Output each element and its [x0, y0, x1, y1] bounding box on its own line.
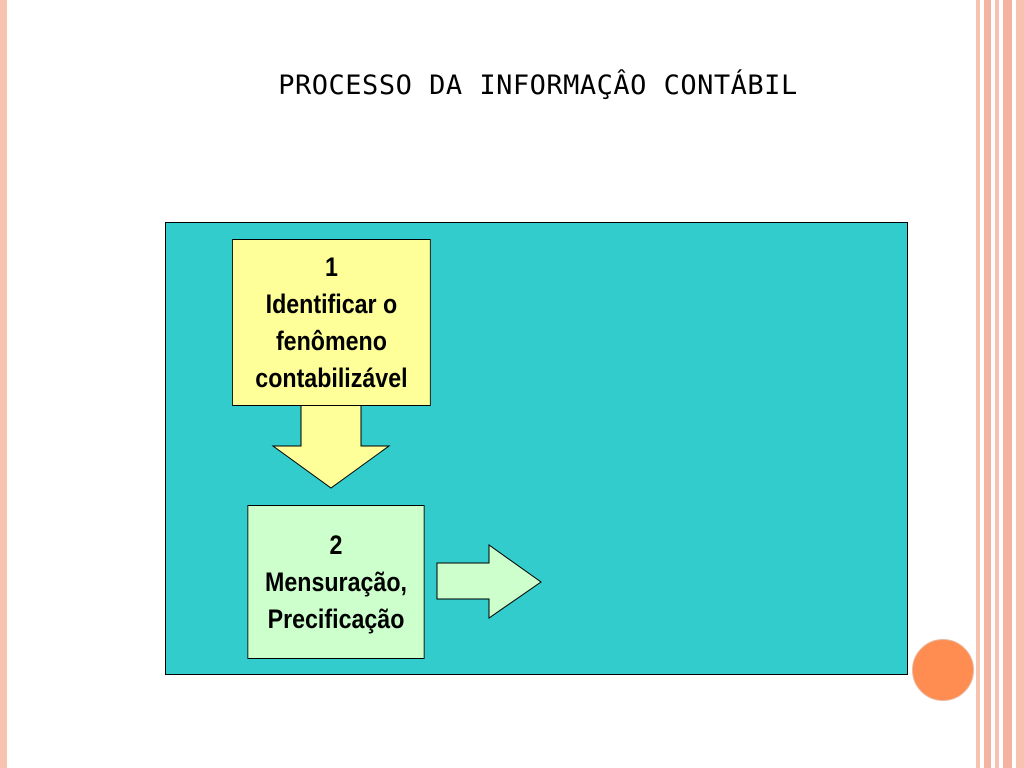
step-1-line-2: fenômeno: [275, 325, 387, 356]
step-2-line-2: Precificação: [267, 603, 405, 634]
step-1-line-1: Identificar o: [265, 288, 398, 319]
step-2-line-1: Mensuração,: [265, 566, 407, 597]
step-2-number: 2: [329, 529, 343, 560]
step-2-box: 2 Mensuração, Precificação: [247, 505, 425, 659]
step-1-box: 1 Identificar o fenômeno contabilizável: [232, 239, 431, 406]
page-title: PROCESSO DA INFORMAÇÂO CONTÁBIL: [278, 70, 798, 101]
decorative-circle: [912, 639, 974, 701]
step-1-line-3: contabilizável: [255, 362, 408, 393]
step-1-number: 1: [324, 251, 338, 282]
right-arrow: [436, 544, 542, 619]
down-arrow: [271, 403, 391, 489]
